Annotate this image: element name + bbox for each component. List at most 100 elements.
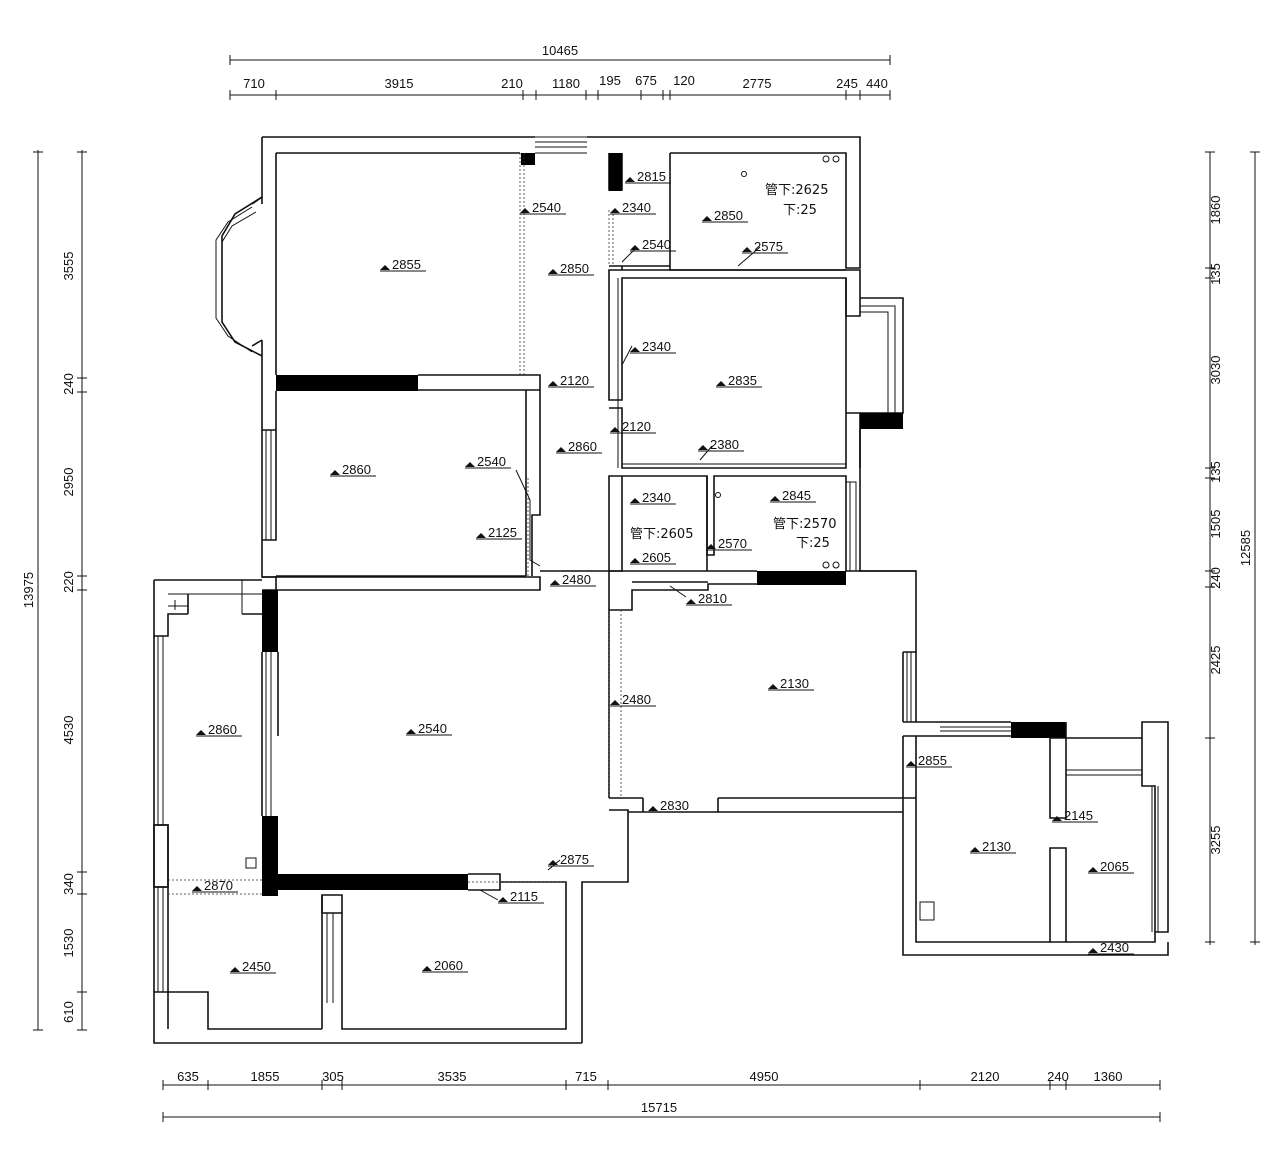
- ceiling-height-label: 2540: [532, 200, 561, 215]
- bath2-pipe-note: 管下:2570: [773, 517, 836, 532]
- top-total-dim: 10465: [542, 43, 578, 58]
- ceiling-height-label: 2870: [204, 878, 233, 893]
- elevation-marker-icon: [648, 806, 658, 811]
- wall-solid-1: [276, 375, 418, 391]
- bottom-dim-2: 1855: [251, 1069, 280, 1084]
- ceiling-height-label: 2815: [637, 169, 666, 184]
- ceiling-height-label: 2340: [642, 490, 671, 505]
- top-dim-7: 120: [673, 73, 695, 88]
- elevation-marker-icon: [630, 498, 640, 503]
- ceiling-height-label: 2860: [568, 439, 597, 454]
- elevation-marker-icon: [625, 177, 635, 182]
- bottom-dim-4: 3535: [438, 1069, 467, 1084]
- left-dim-8: 610: [61, 1001, 76, 1023]
- elevation-marker-icon: [548, 269, 558, 274]
- elevation-marker-icon: [706, 544, 716, 549]
- ceiling-height-label: 2430: [1100, 940, 1129, 955]
- bath2-below-note: 下:25: [796, 536, 830, 551]
- ceiling-height-label: 2340: [642, 339, 671, 354]
- bath1-pipe-note: 管下:2605: [630, 527, 693, 542]
- elevation-marker-icon: [550, 580, 560, 585]
- elevation-marker-icon: [1088, 948, 1098, 953]
- pipe-marker-3: [741, 171, 747, 177]
- ceiling-height-label: 2130: [780, 676, 809, 691]
- elevation-marker-icon: [630, 347, 640, 352]
- left-dim-5: 4530: [61, 716, 76, 745]
- elevation-marker-icon: [686, 599, 696, 604]
- fixture-box-2: [245, 857, 257, 869]
- top-dim-2: 3915: [385, 76, 414, 91]
- elevation-marker-icon: [702, 216, 712, 221]
- ceiling-height-label: 2835: [728, 373, 757, 388]
- left-dim-3: 2950: [61, 468, 76, 497]
- pipe-marker-5: [822, 561, 830, 569]
- elevation-marker-icon: [476, 533, 486, 538]
- elevation-marker-icon: [630, 558, 640, 563]
- elevation-marker-icon: [698, 445, 708, 450]
- top-dim-3: 210: [501, 76, 523, 91]
- right-dim-3: 3030: [1208, 356, 1223, 385]
- balcony-pillar: [153, 824, 169, 888]
- elevation-marker-icon: [406, 729, 416, 734]
- elevation-marker-icon: [556, 447, 566, 452]
- wall-solid-4: [860, 413, 903, 429]
- wall-solid-7: [262, 590, 278, 652]
- top-dim-9: 245: [836, 76, 858, 91]
- pipe-marker-1: [822, 155, 830, 163]
- ceiling-height-label: 2855: [918, 753, 947, 768]
- elevation-marker-icon: [520, 208, 530, 213]
- elevation-marker-icon: [465, 462, 475, 467]
- bottom-dim-8: 240: [1047, 1069, 1069, 1084]
- elevation-marker-icon: [192, 886, 202, 891]
- wall-solid-9: [278, 874, 468, 890]
- ceiling-height-label: 2605: [642, 550, 671, 565]
- elevation-marker-icon: [1088, 867, 1098, 872]
- left-dim-7: 1530: [61, 929, 76, 958]
- ceiling-height-label: 2860: [208, 722, 237, 737]
- left-dimensions: 13975 3555 240 2950 220 4530 340 1530 61…: [21, 150, 87, 1031]
- wall-solid-8: [262, 816, 278, 896]
- ceiling-height-label: 2845: [782, 488, 811, 503]
- left-dim-2: 240: [61, 373, 76, 395]
- top-dim-4: 1180: [552, 76, 580, 91]
- top-dim-1: 710: [243, 76, 265, 91]
- ceiling-height-label: 2480: [622, 692, 651, 707]
- wall-solid-2: [609, 153, 622, 191]
- right-dim-2: 135: [1208, 263, 1223, 285]
- wall-solid-3: [521, 153, 535, 165]
- top-dim-10: 440: [866, 76, 888, 91]
- elevation-marker-icon: [906, 761, 916, 766]
- bottom-dim-6: 4950: [750, 1069, 779, 1084]
- walls: [153, 136, 1169, 1044]
- pipe-marker-4: [715, 492, 721, 498]
- top-dim-6: 675: [635, 73, 657, 88]
- ceiling-height-label: 2855: [392, 257, 421, 272]
- right-dim-7: 2425: [1208, 646, 1223, 675]
- ceiling-height-label: 2380: [710, 437, 739, 452]
- top-dim-5: 195: [599, 73, 621, 88]
- elevation-marker-icon: [548, 860, 558, 865]
- ceiling-height-label: 2450: [242, 959, 271, 974]
- elevation-marker-icon: [610, 427, 620, 432]
- bottom-dim-3: 305: [322, 1069, 344, 1084]
- left-dim-1: 3555: [61, 252, 76, 281]
- elevation-marker-icon: [770, 496, 780, 501]
- ceiling-height-label: 2130: [982, 839, 1011, 854]
- ceiling-height-label: 2860: [342, 462, 371, 477]
- ceiling-height-label: 2115: [510, 889, 538, 904]
- ceiling-height-label: 2850: [714, 208, 743, 223]
- left-total-dim: 13975: [21, 572, 36, 608]
- ceiling-height-label: 2480: [562, 572, 591, 587]
- ceiling-height-label: 2120: [622, 419, 651, 434]
- ceiling-height-label: 2875: [560, 852, 589, 867]
- elevation-marker-icon: [548, 381, 558, 386]
- elevation-marker-icon: [610, 208, 620, 213]
- elevation-marker-icon: [230, 967, 240, 972]
- ceiling-height-label: 2145: [1064, 808, 1093, 823]
- elevation-marker-icon: [716, 381, 726, 386]
- elevation-marker-icon: [196, 730, 206, 735]
- elevation-marker-icon: [742, 247, 752, 252]
- bottom-dim-1: 635: [177, 1069, 199, 1084]
- elevation-marker-icon: [630, 245, 640, 250]
